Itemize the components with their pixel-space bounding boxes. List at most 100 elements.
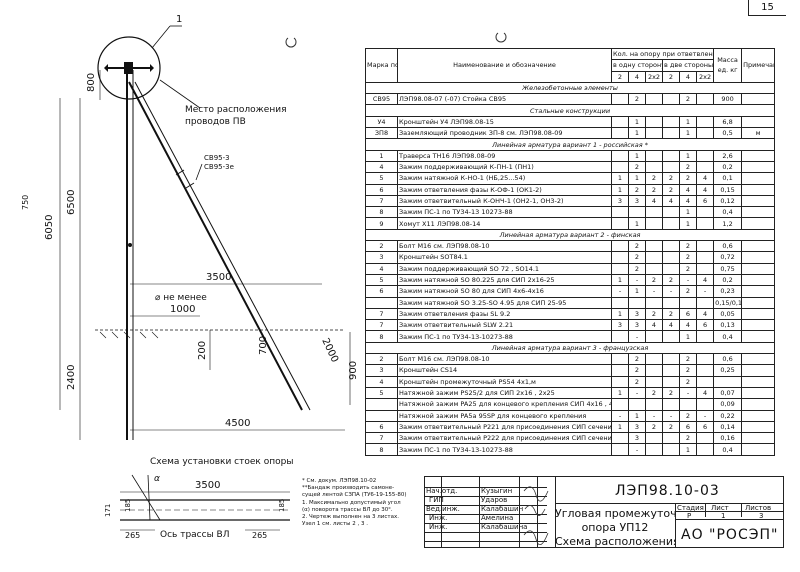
dim-2400: 2400	[66, 365, 77, 390]
section-title: Стальные конструкции	[364, 104, 776, 117]
cell-qty	[645, 206, 663, 219]
role-1: Нач.отд.	[426, 487, 458, 495]
cell-mass: 0,05	[713, 307, 743, 321]
cell-qty	[611, 251, 629, 264]
cell-mark: 3	[365, 364, 398, 377]
cell-mark: 7	[365, 307, 398, 321]
cell-name: Зажим ответвления фазы SL 9.2	[397, 307, 612, 321]
cell-mass: 0,12	[713, 194, 743, 208]
cell-note	[741, 443, 776, 456]
cell-note	[741, 273, 776, 287]
cell-mass: 0,22	[713, 409, 743, 422]
cell-qty: 1	[611, 386, 629, 400]
cell-name: Зажим ответвительный P221 для присоедине…	[397, 420, 612, 434]
cell-qty: 1	[679, 127, 697, 140]
cell-name: Зажим натяжной К-НО-1 (НБ,25...54)	[397, 172, 612, 185]
cell-name: ЛЭП98.08-07 (-07) Стойка СВ95	[397, 93, 612, 106]
cell-qty: 1	[628, 409, 646, 422]
cell-mass: 6,8	[713, 115, 743, 129]
table-section-row: Линейная арматура вариант 3 - французска…	[364, 341, 776, 355]
cell-qty: 6	[679, 307, 697, 321]
cell-mass: 0,09	[713, 398, 743, 411]
cell-qty	[679, 398, 697, 411]
cell-qty: 1	[679, 217, 697, 230]
cell-qty: -	[695, 285, 715, 298]
cell-note	[741, 262, 776, 275]
cell-qty	[662, 93, 680, 106]
note-line: сущей лентой СЗПА (ТУ6-19-155-80)	[302, 492, 407, 499]
cell-mark	[365, 398, 398, 411]
scheme-171: 171	[104, 504, 112, 517]
cell-qty	[645, 93, 663, 106]
note-line: (α) поворота трассы ВЛ до 30°.	[302, 506, 393, 513]
cell-qty	[611, 217, 629, 230]
cell-note	[741, 432, 776, 445]
cell-qty: 1	[628, 115, 646, 129]
drawing-notes: * См. докум. ЛЭП98.10-02**Бандаж произво…	[302, 478, 424, 528]
cell-qty: -	[611, 409, 629, 422]
cell-qty	[611, 115, 629, 129]
specification-table: Марка поз. Наименование и обозначение Ко…	[364, 47, 776, 456]
cell-mark: 6	[365, 285, 398, 298]
cell-qty	[645, 330, 663, 343]
cell-qty	[628, 296, 646, 309]
dim-2000: 2000	[319, 337, 340, 365]
cell-qty	[611, 127, 629, 140]
cell-qty: 2	[645, 183, 663, 196]
role-4: Инж.	[429, 514, 448, 522]
cell-qty: -	[679, 386, 697, 400]
scheme-185-right: 185	[278, 499, 286, 512]
cell-mark: 5	[365, 273, 398, 287]
cell-qty	[645, 353, 663, 366]
cell-qty	[645, 251, 663, 264]
person-4: Амелина	[481, 514, 514, 522]
cell-mass: 0,25	[713, 364, 743, 377]
note-line: 1. Максимально допустимый угол	[302, 499, 401, 506]
cell-qty: 3	[628, 194, 646, 208]
person-5: Калабашина	[481, 523, 528, 531]
cell-qty: 2	[662, 172, 680, 185]
section-title: Линейная арматура вариант 3 - французска…	[364, 341, 776, 355]
cell-qty	[662, 149, 680, 162]
cell-qty: 2	[679, 432, 697, 445]
cell-qty: 3	[628, 319, 646, 332]
cell-name: Зажим натяжной SO 80 для СИП 4х6-4х16	[397, 285, 612, 298]
header-qty: Кол. на опору при ответвлении	[610, 47, 715, 61]
cell-note	[741, 217, 776, 230]
cell-note	[741, 398, 776, 411]
dim-4500: 4500	[225, 418, 250, 429]
cell-name: Натяжной зажим PA5a 95SP для концевого к…	[397, 409, 612, 422]
cell-mark: 5	[365, 386, 398, 400]
cell-qty	[662, 217, 680, 230]
callout-label-2: проводов ПВ	[185, 117, 246, 127]
cell-mark: 7	[365, 432, 398, 445]
table-row: Натяжной зажим PA25 для концевого крепле…	[365, 398, 776, 411]
cell-qty	[695, 353, 715, 366]
cell-qty	[695, 127, 715, 140]
cell-qty	[695, 443, 715, 456]
cell-qty: 4	[645, 319, 663, 332]
cell-qty	[695, 375, 715, 388]
dim-6500: 6500	[66, 190, 77, 215]
cell-note	[741, 115, 776, 129]
detail-circle	[97, 36, 161, 100]
cell-mass: 0,5	[713, 127, 743, 140]
cell-mass: 0,23	[713, 285, 743, 298]
callout-leader	[151, 25, 171, 49]
cell-qty	[662, 364, 680, 377]
cell-qty: 1	[679, 330, 697, 343]
table-section-row: Линейная арматура вариант 1 - российская…	[364, 138, 776, 151]
header-mark: Марка поз.	[365, 48, 398, 83]
cell-qty	[611, 364, 629, 377]
cell-mark: 3	[365, 251, 398, 264]
scheme-title: Схема установки стоек опоры	[150, 457, 293, 467]
cell-mass: 900	[713, 93, 743, 106]
dim-900: 900	[348, 361, 359, 380]
cell-qty	[662, 240, 680, 253]
